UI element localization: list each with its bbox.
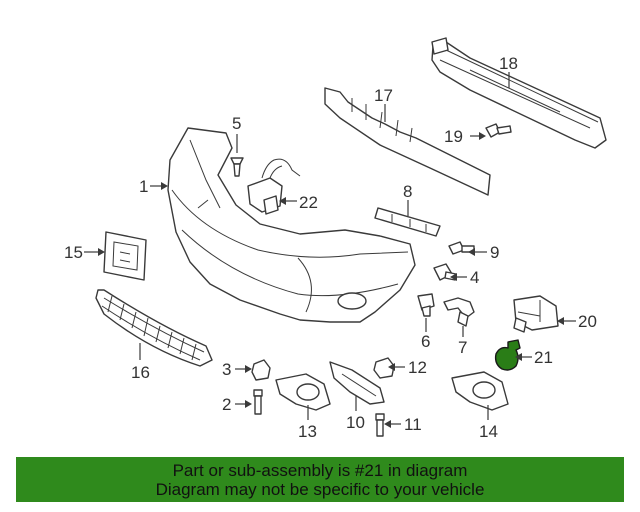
part-2-bolt (253, 389, 263, 415)
callout-1-label: 1 (139, 177, 148, 196)
callout-2: 2 (222, 395, 252, 414)
callout-6-label: 6 (421, 332, 430, 351)
part-11-bolt (375, 413, 385, 437)
callout-18-label: 18 (499, 54, 518, 73)
callout-12-label: 12 (408, 358, 427, 377)
part-8-bracket (374, 207, 441, 237)
part-7-clip (443, 297, 475, 327)
banner-line-2: Diagram may not be specific to your vehi… (155, 479, 485, 499)
part-1-bumper-cover (167, 127, 416, 323)
callout-8-label: 8 (403, 182, 412, 201)
part-3-clip (251, 359, 271, 381)
callout-21: 21 (515, 348, 553, 367)
callout-4-label: 4 (470, 268, 479, 287)
callout-17-label: 17 (374, 86, 393, 105)
callout-9: 9 (468, 243, 499, 262)
callout-9-label: 9 (490, 243, 499, 262)
callout-8: 8 (403, 182, 412, 216)
part-21-highlighted (494, 339, 521, 371)
callout-3-label: 3 (222, 360, 231, 379)
callout-15-label: 15 (64, 243, 83, 262)
callout-17: 17 (374, 86, 393, 122)
callout-21-label: 21 (534, 348, 553, 367)
callout-16-label: 16 (131, 363, 150, 382)
part-13-fog-bezel (275, 373, 331, 411)
callout-15: 15 (64, 243, 105, 262)
callout-20: 20 (557, 312, 597, 331)
callout-14-label: 14 (479, 422, 498, 441)
part-18-reinforcement (431, 37, 607, 149)
callout-14: 14 (479, 405, 498, 441)
info-banner: Part or sub-assembly is #21 in diagram D… (16, 457, 624, 502)
callout-19-label: 19 (444, 127, 463, 146)
callout-7: 7 (458, 326, 467, 357)
callout-18: 18 (499, 54, 518, 88)
callout-5-label: 5 (232, 114, 241, 133)
part-6-clip (417, 293, 435, 317)
callout-20-label: 20 (578, 312, 597, 331)
part-14-fog-bezel (451, 371, 509, 411)
callout-22-label: 22 (299, 193, 318, 212)
callout-7-label: 7 (458, 338, 467, 357)
part-10-bracket (329, 361, 385, 405)
part-19-bolt (485, 123, 512, 138)
callout-2-label: 2 (222, 395, 231, 414)
callout-12: 12 (388, 358, 427, 377)
part-17-absorber (324, 87, 491, 196)
part-20-bracket (513, 295, 559, 333)
callout-16: 16 (131, 343, 150, 382)
callout-3: 3 (222, 360, 252, 379)
callout-10: 10 (346, 396, 365, 432)
callout-4: 4 (450, 268, 479, 287)
part-16-grille (95, 289, 213, 367)
part-15-license-bracket (103, 231, 147, 281)
banner-line-1: Part or sub-assembly is #21 in diagram (172, 460, 468, 480)
callout-22: 22 (279, 193, 318, 212)
callout-5: 5 (232, 114, 241, 153)
callout-19: 19 (444, 127, 486, 146)
callout-6: 6 (421, 318, 430, 351)
callout-10-label: 10 (346, 413, 365, 432)
parts-diagram: 18 17 19 1 5 22 (64, 37, 607, 441)
part-5-clip (230, 157, 244, 177)
callout-11: 11 (384, 415, 422, 434)
callout-13: 13 (298, 405, 317, 441)
callout-11-label: 11 (404, 415, 422, 434)
callout-1: 1 (139, 177, 168, 196)
part-12-clip (373, 357, 395, 379)
part-22-sensor (247, 158, 301, 215)
callout-13-label: 13 (298, 422, 317, 441)
